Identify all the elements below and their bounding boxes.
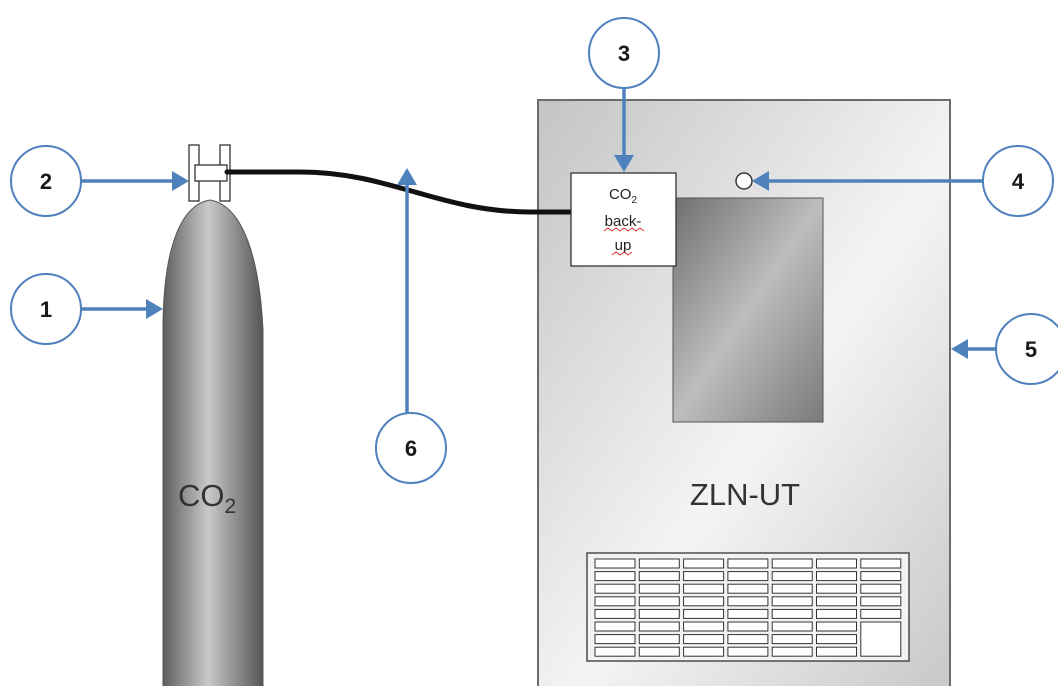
callout-5: 5 <box>995 313 1058 385</box>
vent-slot <box>816 634 857 645</box>
vent-slot <box>860 608 902 619</box>
vent-slot <box>771 583 813 594</box>
cylinder-body <box>162 199 264 686</box>
vent-slot <box>638 583 680 594</box>
vent-slot <box>860 596 902 607</box>
vent-slot <box>771 646 813 657</box>
vent-slot <box>683 634 725 645</box>
backup-label-line2: back- <box>605 213 642 230</box>
co2-hose <box>224 169 575 215</box>
vent-slot <box>816 558 857 569</box>
vent-slot <box>594 571 636 582</box>
svg-text:2: 2 <box>40 169 52 194</box>
vent-slot <box>594 596 636 607</box>
vent-slot <box>683 558 725 569</box>
vent-slot <box>771 558 813 569</box>
vent-slot <box>683 583 725 594</box>
svg-text:1: 1 <box>40 297 52 322</box>
vent-slot <box>816 621 857 632</box>
device-name-label: ZLN-UT <box>690 477 800 512</box>
vent-slot <box>771 571 813 582</box>
vent-slot <box>638 621 680 632</box>
backup-label-line1: CO2 <box>609 186 638 206</box>
vent-slot <box>816 583 857 594</box>
callout-1: 1 <box>10 273 82 345</box>
vent-slot <box>727 558 769 569</box>
vent-slot <box>771 596 813 607</box>
vent-slot <box>683 646 725 657</box>
vent-slot <box>860 571 902 582</box>
vent-slot <box>771 621 813 632</box>
vent-grille <box>586 552 910 662</box>
vent-slot <box>683 596 725 607</box>
vent-slot <box>594 621 636 632</box>
vent-slot <box>638 634 680 645</box>
svg-text:5: 5 <box>1025 337 1037 362</box>
vent-slot <box>638 596 680 607</box>
vent-slot <box>816 571 857 582</box>
cylinder-valve <box>188 144 231 202</box>
co2-backup-module: CO2 back- up <box>570 172 677 267</box>
vent-slot <box>860 558 902 569</box>
co2-cylinder: CO2 <box>162 199 264 686</box>
vent-panel <box>860 621 902 657</box>
vent-slot <box>771 634 813 645</box>
callout-3: 3 <box>588 17 660 89</box>
vent-slot <box>683 608 725 619</box>
svg-text:4: 4 <box>1012 169 1025 194</box>
vent-slot <box>638 646 680 657</box>
vent-slot <box>727 571 769 582</box>
callout-arrows <box>82 87 998 415</box>
svg-text:6: 6 <box>405 436 417 461</box>
vent-slot <box>594 608 636 619</box>
vent-slot <box>816 608 857 619</box>
vent-slot <box>816 596 857 607</box>
vent-slot <box>594 558 636 569</box>
vent-slot <box>594 634 636 645</box>
vent-slot <box>683 621 725 632</box>
vent-slot <box>727 608 769 619</box>
vent-slot <box>727 634 769 645</box>
callout-6: 6 <box>375 412 447 484</box>
vent-slot <box>727 621 769 632</box>
callouts: 1 2 3 4 5 6 <box>10 17 1058 484</box>
vent-slot <box>727 646 769 657</box>
device-window <box>672 197 824 423</box>
cylinder-gas-label: CO2 <box>178 478 236 518</box>
vent-slot <box>638 608 680 619</box>
vent-slot <box>816 646 857 657</box>
vent-slot <box>594 646 636 657</box>
vent-slot <box>860 583 902 594</box>
vent-slot <box>594 583 636 594</box>
callout-2: 2 <box>10 145 82 217</box>
vent-slot <box>638 558 680 569</box>
backup-label-line3: up <box>615 237 632 254</box>
indicator-light <box>735 172 753 190</box>
vent-slot <box>683 571 725 582</box>
vent-slot <box>727 583 769 594</box>
svg-text:3: 3 <box>618 41 630 66</box>
vent-slot <box>727 596 769 607</box>
vent-slot <box>771 608 813 619</box>
callout-4: 4 <box>982 145 1054 217</box>
device-unit: ZLN-UT <box>537 99 951 686</box>
vent-slot <box>638 571 680 582</box>
